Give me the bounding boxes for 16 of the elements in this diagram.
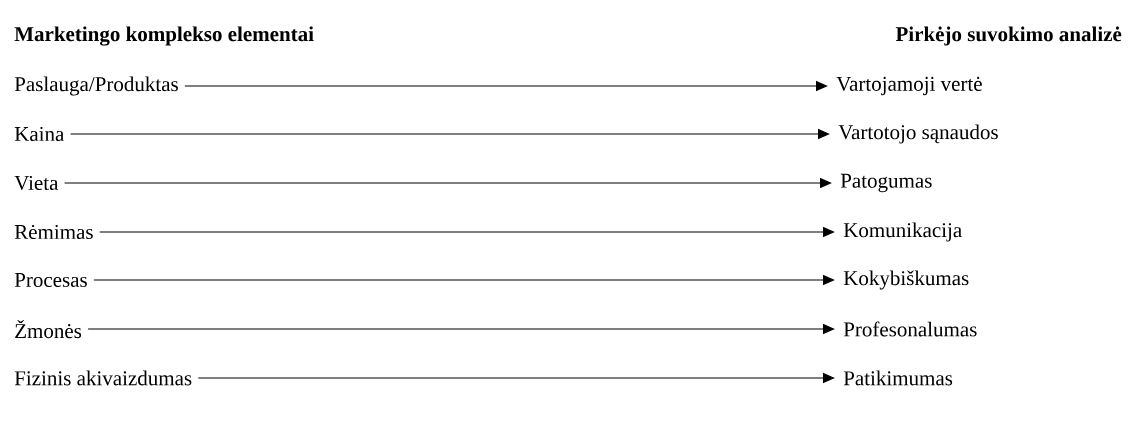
- node-text: Paslauga/Produktas: [14, 76, 178, 96]
- node-text: Fizinis akivaizdumas: [14, 370, 192, 386]
- node-text: Vartojamoji vertė: [836, 76, 982, 96]
- column-heading: Pirkėjo suvokimo analizė: [895, 26, 1122, 46]
- node-text: Patikimumas: [843, 370, 953, 386]
- node-text: Patogumas: [840, 173, 932, 193]
- column-heading: Marketingo komplekso elementai: [14, 26, 314, 46]
- node-text: Vieta: [14, 175, 59, 191]
- node-text: Procesas: [14, 273, 87, 287]
- node-text: Profesonalumas: [843, 321, 977, 337]
- node-text: Vartotojo sąnaudos: [838, 124, 998, 144]
- node-text: Rėmimas: [14, 224, 93, 240]
- node-text: Žmonės: [15, 319, 82, 339]
- node-text: Kokybiškumas: [843, 270, 969, 290]
- node-text: Kaina: [14, 126, 65, 142]
- node-text: Komunikacija: [843, 222, 962, 242]
